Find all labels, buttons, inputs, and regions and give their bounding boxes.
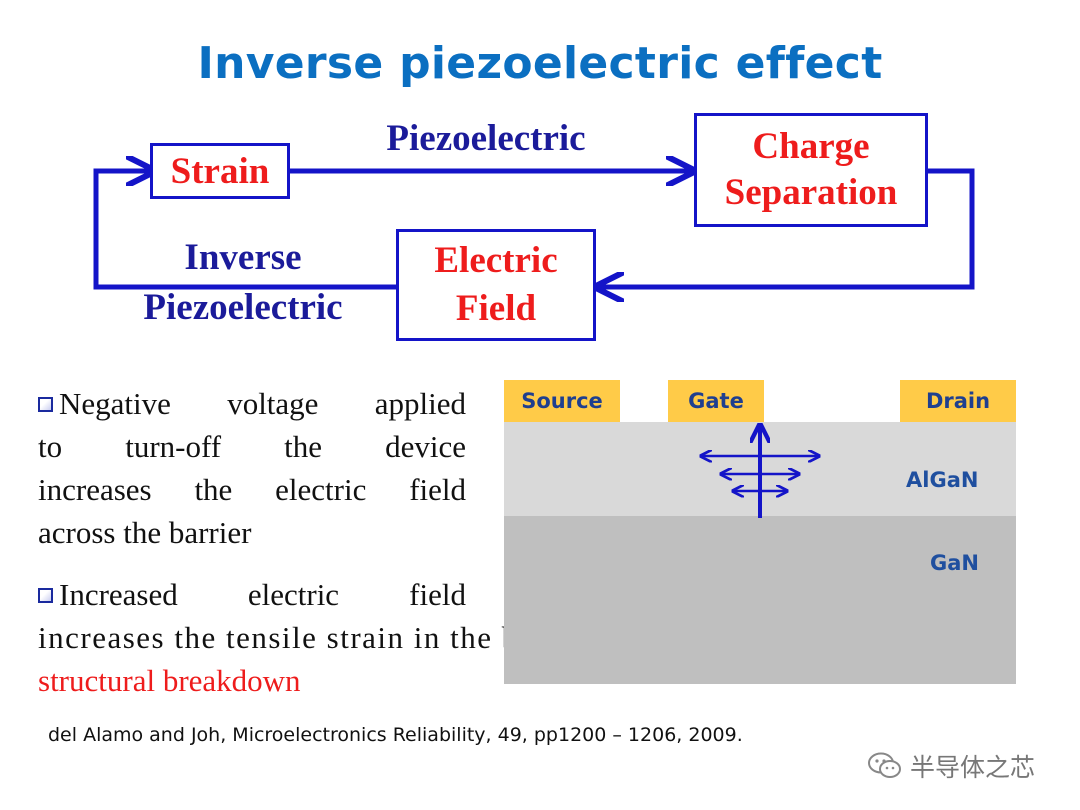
charge-separation-box: Charge Separation (694, 113, 928, 227)
bullet-first: Negative voltage applied to turn-off the… (38, 382, 466, 554)
separation-label: Separation (724, 172, 898, 213)
bullet-first-line1: Negative voltage applied (59, 386, 466, 421)
inverse-piezoelectric-label: Inverse Piezoelectric (128, 233, 358, 333)
bullet-second-line1: Increased electric field (59, 577, 466, 612)
algan-label: AlGaN (906, 468, 979, 492)
bullet-first-line4: across the barrier (38, 515, 252, 550)
inverse-word: Inverse (184, 237, 302, 278)
gate-contact: Gate (668, 380, 764, 422)
bullet-first-line3: increases the electric field (38, 472, 466, 507)
drain-contact: Drain (900, 380, 1016, 422)
strain-box: Strain (150, 143, 290, 199)
bullet-first-line2: to turn-off the device (38, 429, 466, 464)
slide-title: Inverse piezoelectric effect (197, 38, 883, 89)
field-arrows (504, 380, 1016, 518)
source-contact: Source (504, 380, 620, 422)
watermark: 半导体之芯 (868, 748, 1035, 784)
charge-label: Charge (752, 126, 870, 167)
gan-label: GaN (930, 551, 979, 575)
bullet-second-line3: structural breakdown (38, 663, 301, 698)
strain-label: Strain (170, 150, 270, 192)
checkbox-bullet-icon (38, 588, 53, 603)
watermark-text: 半导体之芯 (910, 753, 1036, 782)
field-label: Field (455, 288, 537, 329)
device-cross-section: Source Gate Drain AlGaN GaN (504, 380, 1016, 684)
bullet-second: Increased electric field increases the t… (38, 573, 637, 702)
cycle-connectors (93, 0, 975, 360)
electric-label: Electric (434, 240, 558, 281)
piezoelectric-label: Piezoelectric (386, 118, 586, 159)
citation: del Alamo and Joh, Microelectronics Reli… (48, 724, 743, 746)
electric-field-box: Electric Field (396, 229, 596, 341)
arrow-charge-to-field (600, 168, 975, 287)
arrow-field-to-strain (93, 171, 396, 290)
gan-layer (504, 516, 1016, 684)
checkbox-bullet-icon (38, 397, 53, 412)
wechat-icon (868, 752, 902, 780)
piezoelectric-word: Piezoelectric (143, 287, 343, 328)
